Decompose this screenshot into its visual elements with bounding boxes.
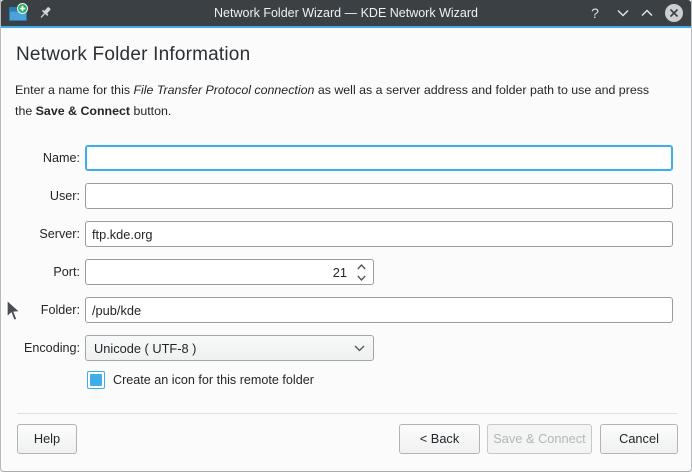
- page-title: Network Folder Information: [16, 44, 251, 65]
- maximize-button[interactable]: [635, 0, 659, 26]
- folder-label: Folder:: [40, 303, 80, 317]
- create-icon-checkbox[interactable]: [87, 370, 105, 389]
- encoding-label: Encoding:: [23, 341, 80, 355]
- folder-input[interactable]: [85, 297, 673, 323]
- server-label: Server:: [39, 227, 80, 241]
- back-button[interactable]: < Back: [399, 424, 480, 454]
- description-line1-pre: Enter a name for this: [15, 83, 134, 97]
- description-line1-post: as well as a server address and folder p…: [314, 83, 650, 97]
- cancel-button[interactable]: Cancel: [600, 424, 678, 454]
- description-protocol-italic: File Transfer Protocol connection: [133, 83, 315, 97]
- titlebar-accent-line: [1, 26, 691, 28]
- help-button[interactable]: Help: [17, 424, 77, 454]
- close-button[interactable]: [662, 0, 686, 26]
- user-input[interactable]: [85, 183, 673, 209]
- titlebar[interactable]: Network Folder Wizard — KDE Network Wiza…: [1, 0, 691, 26]
- network-folder-add-icon: [9, 3, 28, 21]
- encoding-dropdown[interactable]: Unicode ( UTF-8 ): [85, 335, 374, 361]
- user-label: User:: [49, 189, 80, 203]
- description-line2-post: button.: [130, 104, 172, 118]
- chevron-down-icon: [354, 345, 365, 351]
- port-input[interactable]: [85, 259, 374, 285]
- window-title: Network Folder Wizard — KDE Network Wiza…: [214, 6, 478, 20]
- description-text: Enter a name for this File Transfer Prot…: [15, 80, 691, 122]
- help-icon: ?: [591, 5, 599, 21]
- port-spinner: [350, 261, 372, 283]
- server-input[interactable]: [85, 221, 673, 247]
- description-save-connect-bold: Save & Connect: [35, 104, 131, 118]
- close-icon: [665, 4, 683, 22]
- spin-down-icon: [356, 275, 366, 281]
- chevron-up-icon: [641, 9, 653, 17]
- create-icon-checkbox-row: Create an icon for this remote folder: [87, 370, 314, 389]
- button-separator: [17, 413, 677, 414]
- titlebar-help-button[interactable]: ?: [583, 0, 607, 26]
- port-spin-down-button[interactable]: [350, 272, 372, 283]
- port-label: Port:: [53, 265, 80, 279]
- pin-icon[interactable]: [38, 5, 53, 20]
- port-spin-up-button[interactable]: [350, 261, 372, 272]
- encoding-selected-value: Unicode ( UTF-8 ): [94, 340, 197, 356]
- checkbox-checked-mark: [90, 373, 102, 386]
- spin-up-icon: [356, 263, 366, 269]
- name-label: Name:: [42, 151, 80, 165]
- name-input[interactable]: [85, 145, 673, 171]
- chevron-down-icon: [617, 9, 629, 17]
- description-line2-pre: the: [15, 104, 36, 118]
- minimize-button[interactable]: [611, 0, 635, 26]
- save-and-connect-button: Save & Connect: [487, 424, 592, 454]
- create-icon-checkbox-label: Create an icon for this remote folder: [113, 372, 314, 387]
